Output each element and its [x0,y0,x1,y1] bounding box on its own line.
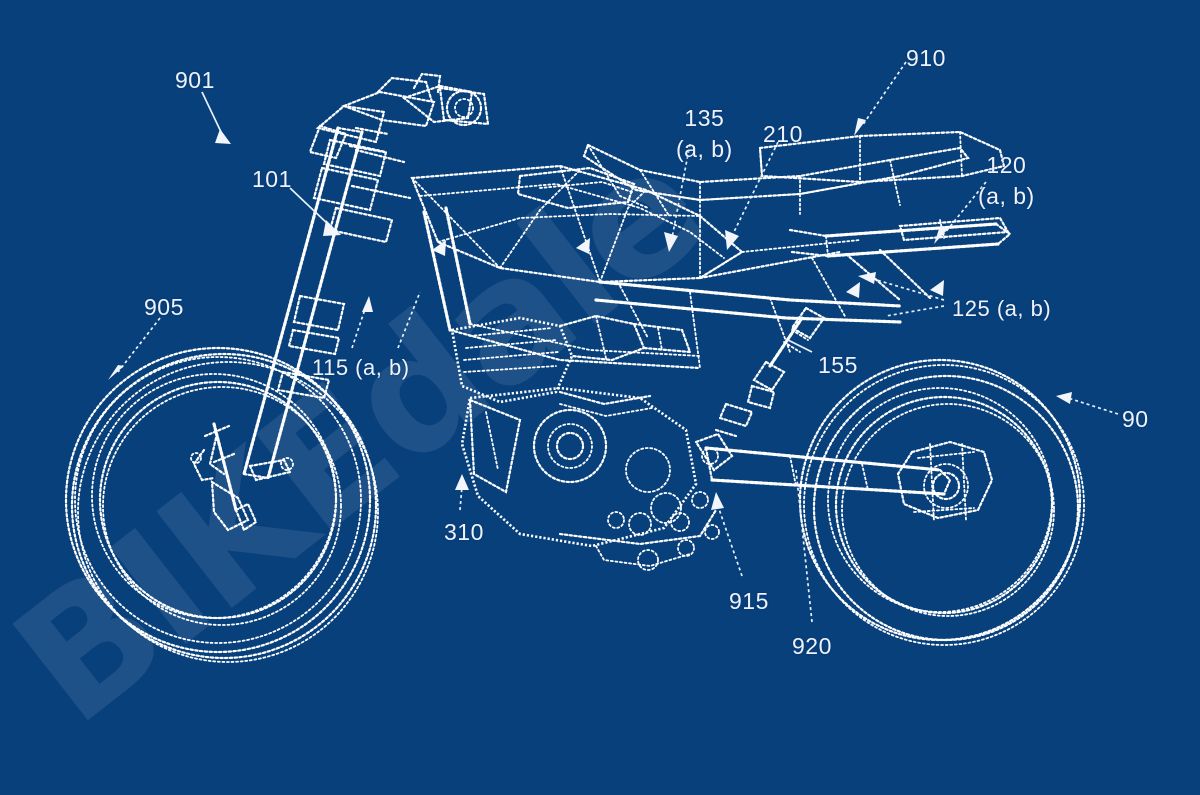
callout-910: 910 [906,45,946,71]
callout-101: 101 [252,166,292,192]
rear-wheel [798,358,1085,646]
handlebar-assembly [308,72,490,160]
swingarm-and-suspension [694,306,952,496]
front-fork-assembly [242,126,412,480]
callout-310: 310 [444,519,484,545]
callout-901: 901 [175,67,215,93]
callout-210: 210 [763,121,803,147]
callout-125: 125 (a, b) [952,296,1052,321]
callout-90: 90 [1122,406,1149,432]
front-wheel [64,346,379,663]
main-frame [410,164,902,370]
callout-115: 115 (a, b) [312,355,410,380]
callout-920: 920 [792,633,832,659]
callout-135-line2: (a, b) [676,136,733,162]
callout-905: 905 [144,294,184,320]
callout-135: 135 (a, b) [676,103,733,165]
callout-120-line1: 120 [986,152,1027,178]
callout-120-line2: (a, b) [978,183,1035,209]
callout-135-line1: 135 [684,105,725,131]
engine-assembly [450,314,720,571]
callout-leaders [108,61,1119,623]
callout-915: 915 [729,588,769,614]
callout-120: 120 (a, b) [978,150,1035,212]
seat-and-subframe [582,130,1012,319]
callout-155: 155 [818,352,858,378]
